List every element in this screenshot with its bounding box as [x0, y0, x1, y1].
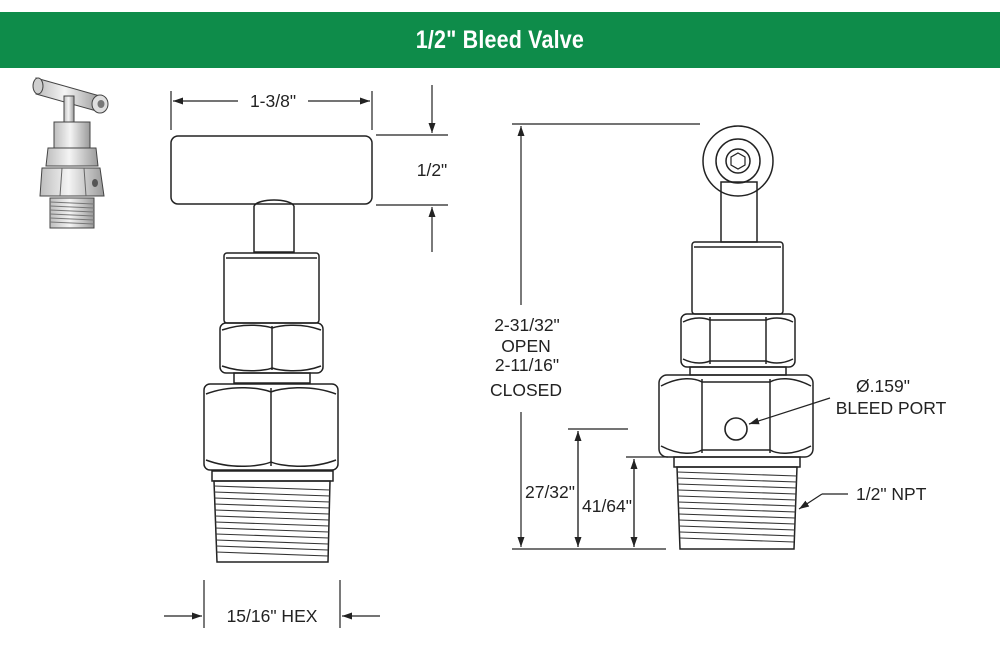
thread-height-label: 41/64" [582, 496, 632, 516]
dim-hex-size [164, 580, 380, 628]
leader-bleed-port [748, 397, 831, 425]
page-title: 1/2" Bleed Valve [415, 25, 585, 54]
port-diameter-label: Ø.159" [856, 376, 910, 396]
hex-size-label: 15/16" HEX [227, 606, 318, 626]
handle-width-label: 1-3/8" [250, 91, 296, 111]
front-view [170, 135, 373, 563]
title-banner: 1/2" Bleed Valve [0, 12, 1000, 68]
leader-thread-spec [798, 493, 848, 510]
valve-photo-icon [32, 77, 109, 229]
dim-port-height [568, 428, 628, 547]
dim-overall-height [512, 123, 700, 550]
thread-spec-label: 1/2" NPT [856, 484, 927, 504]
closed-word-label: CLOSED [490, 380, 562, 400]
side-view [658, 125, 814, 550]
port-name-label: BLEED PORT [836, 398, 947, 418]
overall-closed-label: 2-11/16" [495, 355, 559, 375]
dim-thread-height [626, 456, 668, 547]
overall-open-label: 2-31/32" [494, 315, 560, 335]
dim-handle-width [170, 91, 373, 130]
dim-handle-height [376, 85, 448, 252]
handle-height-label: 1/2" [417, 160, 448, 180]
open-word-label: OPEN [501, 336, 551, 356]
port-height-label: 27/32" [525, 482, 575, 502]
